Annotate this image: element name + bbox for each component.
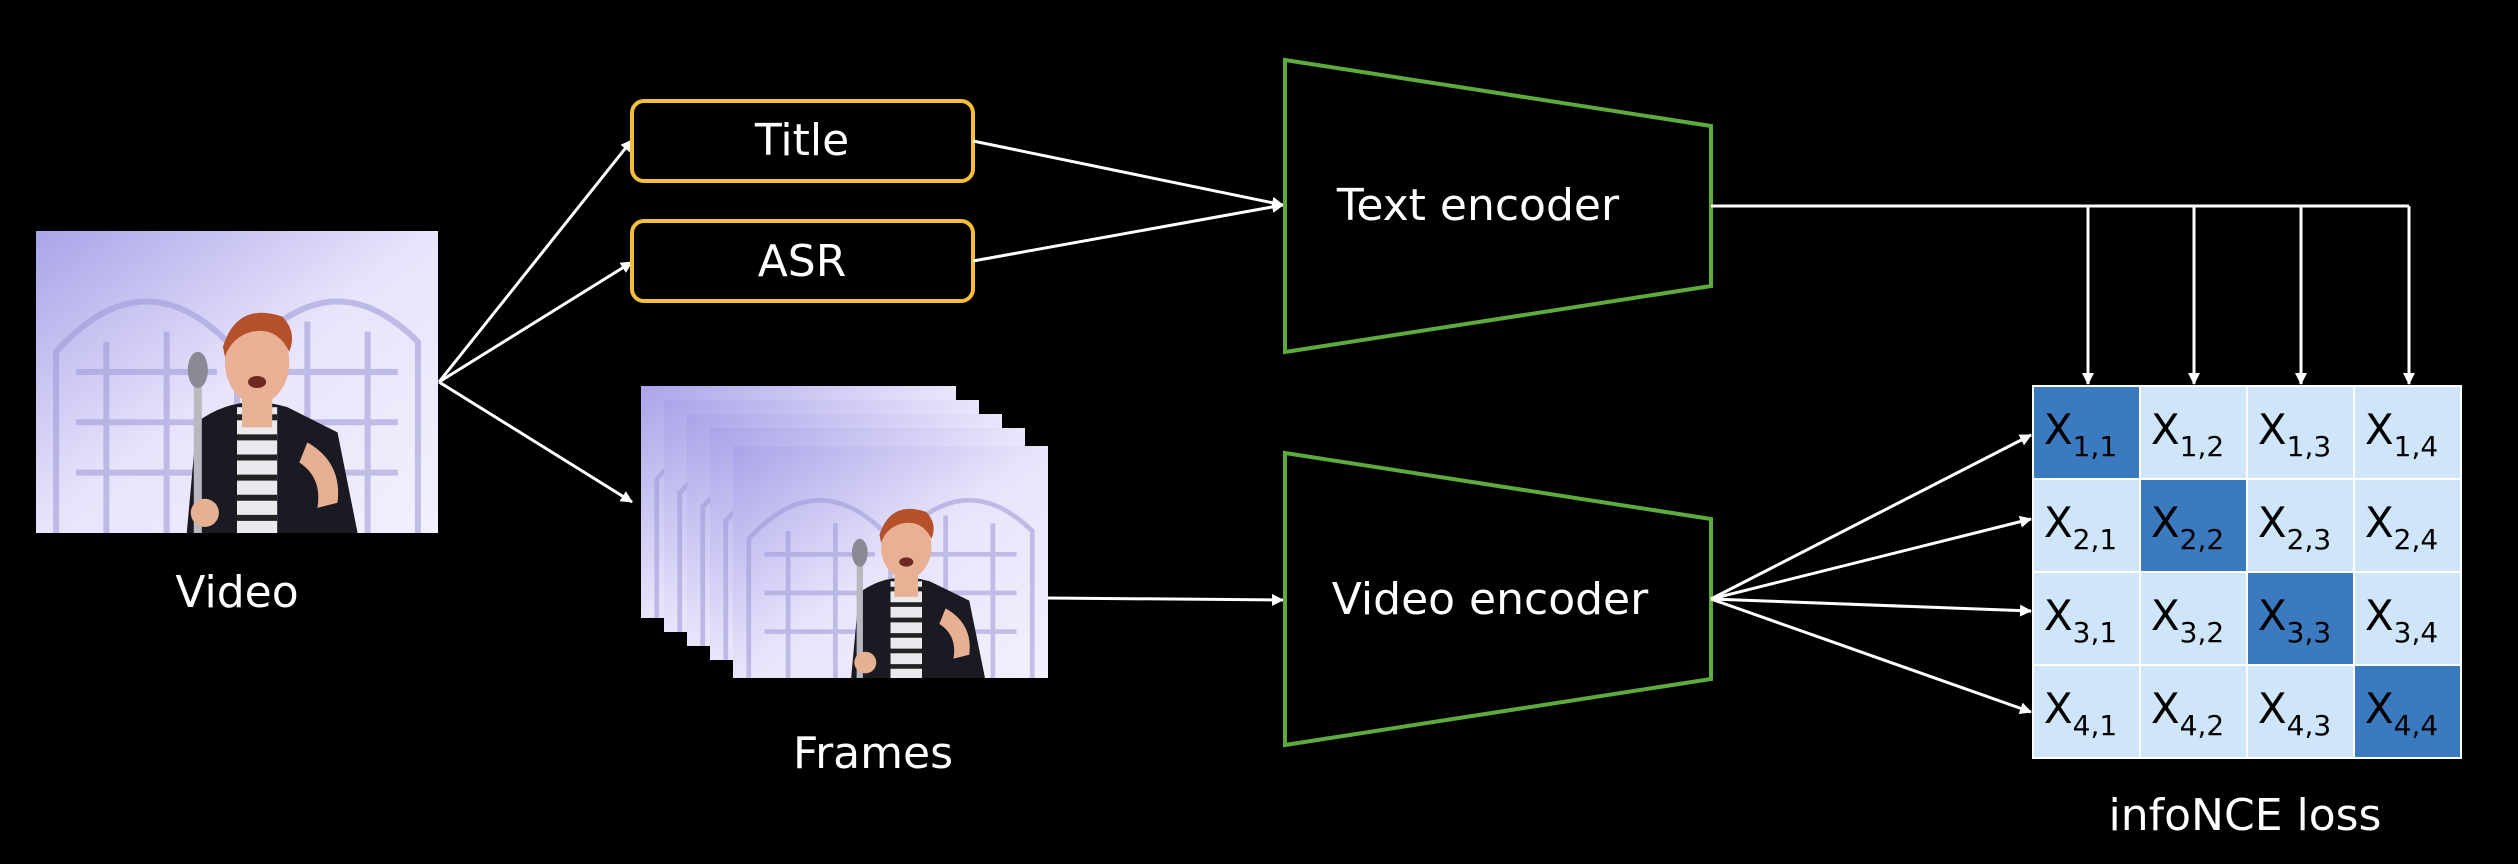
matrix-cell-label: X4,1 — [2044, 684, 2117, 742]
matrix-cell-label: X2,1 — [2044, 498, 2117, 556]
matrix-cell-4-4: X4,4 — [2353, 664, 2462, 759]
title-box: Title — [630, 99, 975, 183]
matrix-cell-1-1: X1,1 — [2032, 385, 2141, 480]
matrix-cell-2-4: X2,4 — [2353, 478, 2462, 573]
matrix-cell-4-1: X4,1 — [2032, 664, 2141, 759]
video-branch-arrows — [437, 139, 634, 504]
asr-box: ASR — [630, 219, 975, 303]
encoder-input-arrows — [972, 139, 1284, 606]
matrix-cell-label: X4,2 — [2151, 684, 2224, 742]
matrix-cell-3-4: X3,4 — [2353, 571, 2462, 666]
title-box-label: Title — [754, 115, 849, 166]
text-encoder: Text encoder — [1283, 57, 1713, 355]
matrix-cell-3-2: X3,2 — [2139, 571, 2248, 666]
matrix-cell-label: X2,3 — [2258, 498, 2331, 556]
video-encoder: Video encoder — [1283, 450, 1713, 748]
matrix-cell-label: X3,3 — [2258, 591, 2331, 649]
text-to-matrix-arrows — [1711, 204, 2415, 385]
matrix-cell-4-3: X4,3 — [2246, 664, 2355, 759]
video-label: Video — [175, 567, 298, 618]
matrix-cell-2-1: X2,1 — [2032, 478, 2141, 573]
matrix-cell-label: X1,3 — [2258, 405, 2331, 463]
video-encoder-label: Video encoder — [1332, 574, 1649, 625]
matrix-cell-1-3: X1,3 — [2246, 385, 2355, 480]
matrix-cell-2-3: X2,3 — [2246, 478, 2355, 573]
matrix-cell-label: X1,2 — [2151, 405, 2224, 463]
matrix-cell-label: X4,4 — [2365, 684, 2438, 742]
matrix-cell-2-2: X2,2 — [2139, 478, 2248, 573]
video-to-matrix-arrows — [1710, 433, 2032, 714]
matrix-cell-label: X3,1 — [2044, 591, 2117, 649]
matrix-cell-3-1: X3,1 — [2032, 571, 2141, 666]
matrix-cell-label: X2,4 — [2365, 498, 2438, 556]
matrix-cell-1-2: X1,2 — [2139, 385, 2248, 480]
matrix-cell-1-4: X1,4 — [2353, 385, 2462, 480]
infonce-matrix: X1,1 X1,2 X1,3 X1,4X2,1 X2,2 X2,3 X2,4X3,1 X3,2… — [2032, 385, 2462, 759]
matrix-cell-label: X1,4 — [2365, 405, 2438, 463]
matrix-cell-label: X3,4 — [2365, 591, 2438, 649]
matrix-cell-label: X3,2 — [2151, 591, 2224, 649]
matrix-cell-label: X4,3 — [2258, 684, 2331, 742]
matrix-cell-label: X2,2 — [2151, 498, 2224, 556]
matrix-cell-3-3: X3,3 — [2246, 571, 2355, 666]
frames-stack — [641, 386, 1048, 678]
matrix-caption: infoNCE loss — [2109, 790, 2382, 841]
video-thumbnail — [36, 231, 438, 533]
matrix-cell-label: X1,1 — [2044, 405, 2117, 463]
text-encoder-label: Text encoder — [1336, 180, 1620, 231]
matrix-cell-4-2: X4,2 — [2139, 664, 2248, 759]
asr-box-label: ASR — [758, 236, 847, 287]
frames-label: Frames — [793, 728, 953, 779]
